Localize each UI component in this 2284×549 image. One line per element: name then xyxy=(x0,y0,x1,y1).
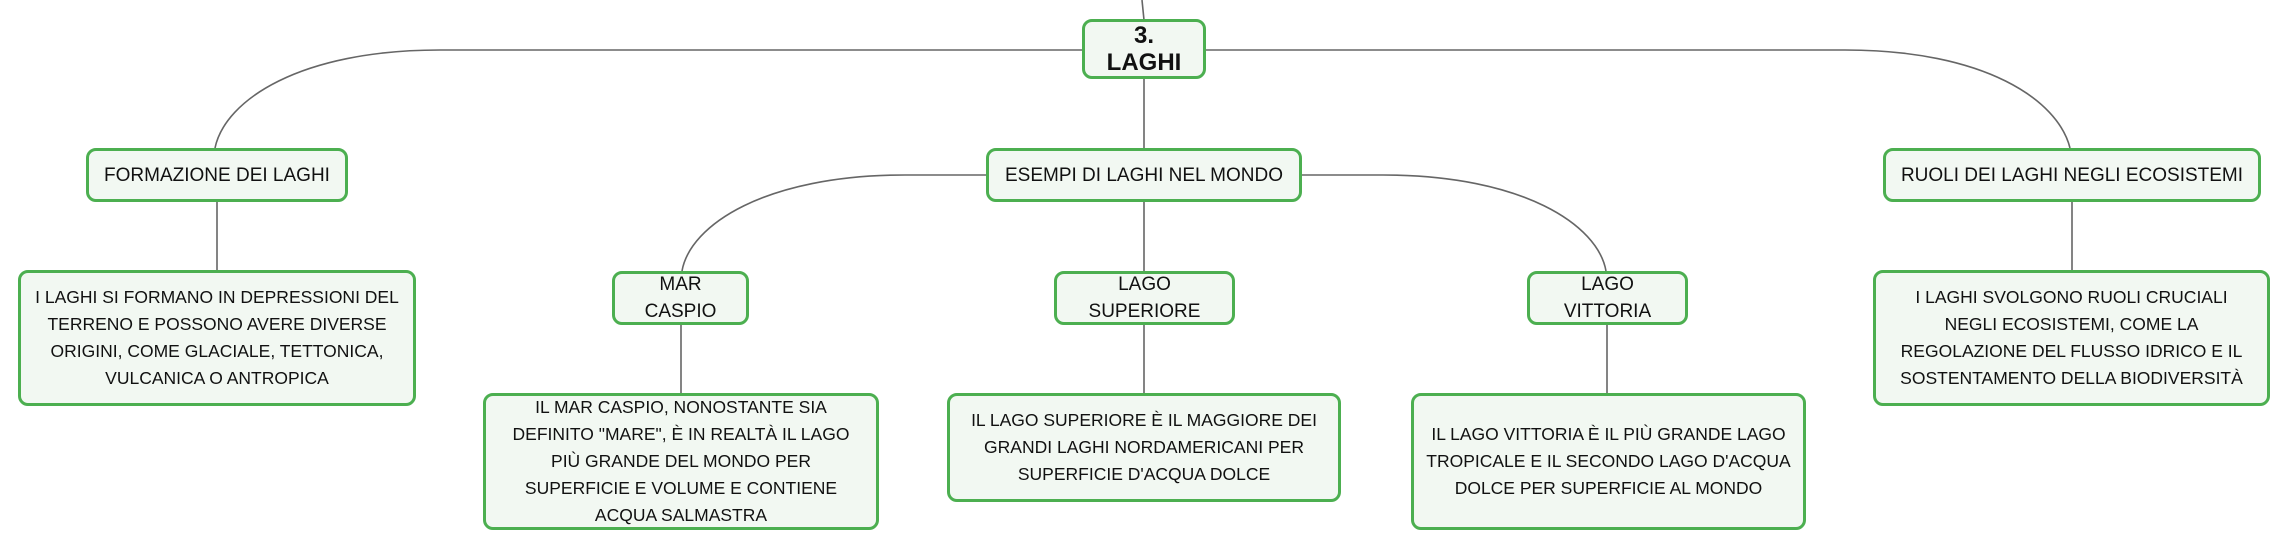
topic-esempi-di-laghi[interactable]: ESEMPI DI LAGHI NEL MONDO xyxy=(986,148,1302,202)
detail-ruoli[interactable]: I LAGHI SVOLGONO RUOLI CRUCIALI NEGLI EC… xyxy=(1873,270,2270,406)
connector-root-ruoli xyxy=(1206,49,2071,149)
topic-ruoli-dei-laghi[interactable]: RUOLI DEI LAGHI NEGLI ECOSISTEMI xyxy=(1883,148,2261,202)
connector-to-parent xyxy=(1141,0,1145,21)
detail-lago-vittoria[interactable]: IL LAGO VITTORIA È IL PIÙ GRANDE LAGO TR… xyxy=(1411,393,1806,530)
subtopic-lago-vittoria[interactable]: LAGO VITTORIA xyxy=(1527,271,1688,325)
connector-root-formazione xyxy=(214,49,1082,149)
connector-esempi-vittoria xyxy=(1302,174,1607,272)
detail-mar-caspio[interactable]: IL MAR CASPIO, NONOSTANTE SIA DEFINITO "… xyxy=(483,393,879,530)
detail-formazione[interactable]: I LAGHI SI FORMANO IN DEPRESSIONI DEL TE… xyxy=(18,270,416,406)
detail-lago-superiore[interactable]: IL LAGO SUPERIORE È IL MAGGIORE DEI GRAN… xyxy=(947,393,1341,502)
root-node[interactable]: 3. LAGHI xyxy=(1082,19,1206,79)
topic-formazione-dei-laghi[interactable]: FORMAZIONE DEI LAGHI xyxy=(86,148,348,202)
connector-esempi-caspio xyxy=(681,174,986,272)
subtopic-lago-superiore[interactable]: LAGO SUPERIORE xyxy=(1054,271,1235,325)
subtopic-mar-caspio[interactable]: MAR CASPIO xyxy=(612,271,749,325)
